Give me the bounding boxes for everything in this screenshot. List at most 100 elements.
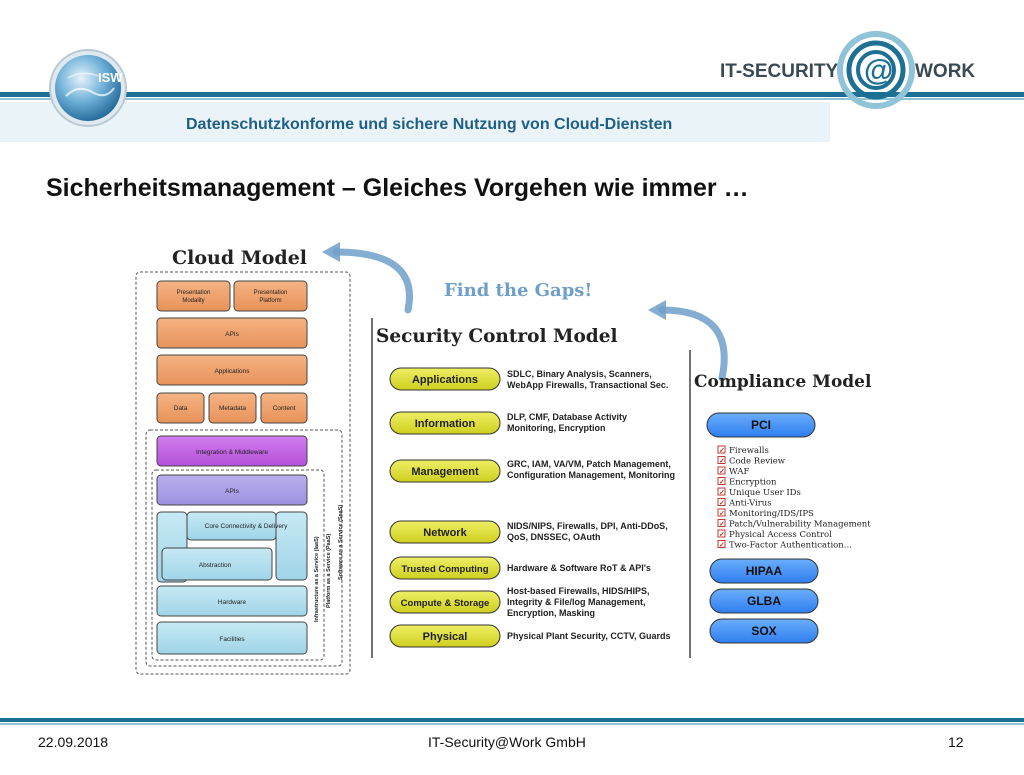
- sox-label: SOX: [751, 624, 776, 638]
- control-desc: SDLC, Binary Analysis, Scanners,: [507, 369, 652, 379]
- paas-label: Platform as a Service (PaaS): [326, 534, 332, 608]
- compliance-model-title: Compliance Model: [694, 372, 872, 392]
- footer-page-number: 12: [948, 734, 964, 750]
- arrow-head-cloud-icon: [322, 242, 340, 262]
- checkmark-icon: ✓: [719, 542, 725, 549]
- slide-title: Sicherheitsmanagement – Gleiches Vorgehe…: [46, 174, 749, 202]
- iaas-boundary: [151, 469, 325, 661]
- arrow-head-security-icon: [648, 300, 666, 320]
- apis-mid-label: APIs: [225, 488, 239, 495]
- facilities-box: [156, 621, 308, 655]
- checklist-label: Code Review: [729, 457, 786, 467]
- hardware-box: [156, 585, 308, 617]
- checklist-item: ✓Patch/Vulnerability Management: [717, 519, 871, 530]
- company-logo: IT-SECURITY @ WORK: [720, 31, 975, 109]
- checklist-label: Physical Access Control: [729, 530, 832, 540]
- presentation-modality-box: [156, 280, 231, 312]
- control-desc: WebApp Firewalls, Transactional Sec.: [507, 380, 668, 390]
- checklist-label: Monitoring/IDS/IPS: [729, 509, 814, 519]
- control-desc: Configuration Management, Monitoring: [507, 470, 675, 480]
- footer-company: IT-Security@Work GmbH: [428, 734, 586, 750]
- data-label: Data: [174, 405, 188, 412]
- isw-logo-text: ISW: [98, 70, 123, 85]
- control-pill: [389, 411, 501, 435]
- checklist-item: ✓ Encryption: [717, 477, 777, 488]
- integration-label: Integration & Middleware: [196, 449, 268, 456]
- checkmark-icon: ✓: [719, 490, 725, 497]
- paas-boundary: [145, 429, 343, 667]
- control-pill: [389, 624, 501, 648]
- footer-stripe: [0, 718, 1024, 722]
- checkmark-icon: ✓: [719, 511, 725, 518]
- apis-mid-box: [156, 474, 308, 506]
- abstraction-box: [161, 547, 273, 581]
- pci-checklist: ✓Firewalls ✓Code Review ✓WAF ✓Encryption…: [717, 445, 871, 551]
- applications-box: [156, 354, 308, 386]
- hipaa-pill: [709, 558, 819, 584]
- control-pill: [389, 590, 501, 614]
- checklist-label: Two-Factor Authentication...: [729, 541, 852, 551]
- checklist-item: ✓ Unique User IDs: [717, 487, 801, 498]
- iaas-label: Infrastructure as a Service (IaaS): [314, 536, 320, 622]
- control-desc: NIDS/NIPS, Firewalls, DPI, Anti-DDoS,: [507, 521, 668, 531]
- control-desc: Host-based Firewalls, HIDS/HIPS,: [507, 586, 650, 596]
- control-desc: GRC, IAM, VA/VM, Patch Management,: [507, 459, 671, 469]
- presentation-modality-label-1: Presentation: [177, 290, 211, 296]
- checklist-label: Unique User IDs: [729, 488, 801, 498]
- control-row-applications: Applications SDLC, Binary Analysis, Scan…: [389, 367, 668, 391]
- control-row-trusted-computing: Trusted Computing Hardware & Software Ro…: [389, 556, 651, 580]
- apis-top-label: APIs: [225, 331, 239, 338]
- control-label: Network: [423, 527, 467, 539]
- control-desc: DLP, CMF, Database Activity: [507, 412, 627, 422]
- control-label: Information: [415, 418, 476, 430]
- saas-label: Software as a Service (SaaS): [338, 505, 344, 580]
- content-box: [260, 392, 308, 424]
- control-label: Physical: [423, 631, 468, 643]
- checklist-item: ✓Anti-Virus: [717, 498, 772, 509]
- checkmark-icon: ✓: [719, 532, 725, 539]
- checklist-item: ✓Code Review: [717, 456, 786, 467]
- checklist-item: ✓ Monitoring/IDS/IPS: [717, 508, 814, 519]
- control-row-information: Information DLP, CMF, Database Activity …: [389, 411, 627, 435]
- metadata-label: Metadata: [219, 405, 246, 412]
- presentation-platform-box: [233, 280, 308, 312]
- footer-date: 22.09.2018: [38, 734, 109, 750]
- presentation-modality-label-2: Modality: [182, 298, 204, 304]
- checklist-item: ✓ WAF: [717, 466, 749, 477]
- checkmark-icon: ✓: [719, 469, 725, 476]
- control-pill: [389, 556, 501, 580]
- presentation-platform-label-1: Presentation: [254, 290, 288, 296]
- checklist-label: Encryption: [729, 478, 777, 488]
- applications-label: Applications: [214, 368, 250, 375]
- header-subtitle: Datenschutzkonforme und sichere Nutzung …: [186, 116, 673, 133]
- checklist-label: WAF: [729, 467, 749, 477]
- hardware-label: Hardware: [218, 599, 247, 606]
- facilities-label: Facilities: [219, 636, 245, 643]
- control-desc: Integrity & File/log Management,: [507, 597, 646, 607]
- control-pill: [389, 367, 501, 391]
- control-desc: Hardware & Software RoT & API's: [507, 563, 651, 573]
- control-row-compute-storage: Compute & Storage Host-based Firewalls, …: [389, 586, 650, 618]
- checkmark-icon: ✓: [719, 479, 725, 486]
- control-row-management: Management GRC, IAM, VA/VM, Patch Manage…: [389, 459, 675, 483]
- apis-top-box: [156, 317, 308, 349]
- checkmark-icon: ✓: [719, 448, 725, 455]
- subtitle-band: [0, 102, 830, 142]
- hipaa-label: HIPAA: [746, 564, 783, 578]
- control-desc: Monitoring, Encryption: [507, 423, 606, 433]
- control-label: Trusted Computing: [401, 564, 488, 575]
- pci-label: PCI: [751, 418, 771, 432]
- abstraction-label: Abstraction: [199, 562, 232, 569]
- security-model-title: Security Control Model: [376, 326, 618, 347]
- connectivity-right-box: [275, 511, 308, 581]
- core-connectivity-box: [186, 511, 277, 541]
- checklist-item: ✓ Two-Factor Authentication...: [717, 540, 852, 551]
- control-desc: Physical Plant Security, CCTV, Guards: [507, 631, 671, 641]
- logo-right-text: WORK: [915, 61, 975, 82]
- cloud-model-title: Cloud Model: [172, 247, 307, 269]
- checkmark-icon: ✓: [719, 500, 725, 507]
- checkmark-icon: ✓: [719, 521, 725, 528]
- integration-box: [156, 435, 308, 467]
- presentation-platform-label-2: Platform: [259, 298, 281, 304]
- arrow-security-icon: [658, 306, 728, 382]
